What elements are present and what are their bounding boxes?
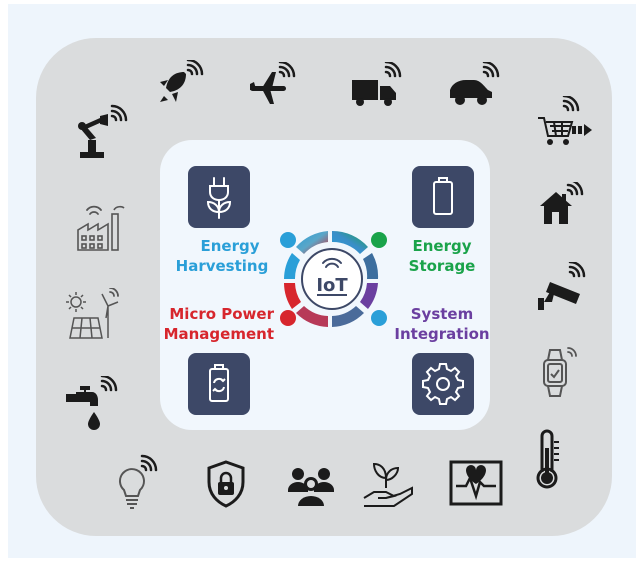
micro-power-line1: Micro Power — [169, 305, 274, 323]
system-integration-line2: Integration — [394, 325, 490, 343]
battery-recycle-icon — [209, 364, 229, 402]
truck-icon — [352, 62, 402, 106]
factory-icon — [77, 205, 125, 251]
people-group-icon — [288, 468, 334, 506]
energy-harvesting-tile — [188, 166, 250, 228]
plug-plant-icon — [206, 177, 232, 219]
energy-storage-line2: Storage — [408, 257, 476, 275]
system-integration-tile — [412, 353, 474, 415]
energy-storage-tile — [412, 166, 474, 228]
water-tap-icon — [66, 376, 118, 430]
rocket-icon — [160, 60, 204, 102]
solar-wind-icon — [66, 288, 119, 339]
gear-icon — [422, 363, 464, 405]
energy-storage-label: Energy Storage — [402, 236, 482, 276]
robot-arm-icon — [78, 104, 128, 158]
hub-iot-text: IoT — [316, 275, 348, 296]
system-integration-label: System Integration — [394, 304, 490, 344]
smartwatch-icon — [543, 347, 577, 397]
shopping-cart-icon — [538, 96, 592, 145]
hub-node-green — [371, 232, 387, 248]
thermometer-icon — [536, 429, 559, 489]
hub-node-light-blue — [371, 310, 387, 326]
energy-harvesting-label: Energy Harvesting — [176, 236, 270, 276]
energy-harvesting-line2: Harvesting — [175, 257, 269, 275]
micro-power-tile — [188, 353, 250, 415]
micro-power-line2: Management — [163, 325, 274, 343]
hub-node-blue — [280, 232, 296, 248]
car-icon — [450, 62, 500, 105]
energy-storage-line1: Energy — [412, 237, 472, 255]
energy-harvesting-line1: Energy — [200, 237, 260, 255]
system-integration-line1: System — [410, 305, 474, 323]
security-lock-icon — [207, 460, 245, 508]
plant-hand-icon — [363, 462, 413, 507]
light-bulb-icon — [118, 454, 158, 509]
battery-icon — [433, 177, 453, 215]
smart-home-icon — [540, 182, 584, 224]
hub-ring-segments — [284, 230, 379, 327]
airplane-icon — [250, 62, 296, 104]
iot-hub: IoT — [280, 230, 387, 327]
hub-node-red — [280, 310, 296, 326]
security-camera-icon — [538, 262, 586, 310]
hub-signal-icon — [322, 257, 342, 268]
micro-power-label: Micro Power Management — [162, 304, 274, 344]
heart-monitor-icon — [449, 460, 503, 506]
